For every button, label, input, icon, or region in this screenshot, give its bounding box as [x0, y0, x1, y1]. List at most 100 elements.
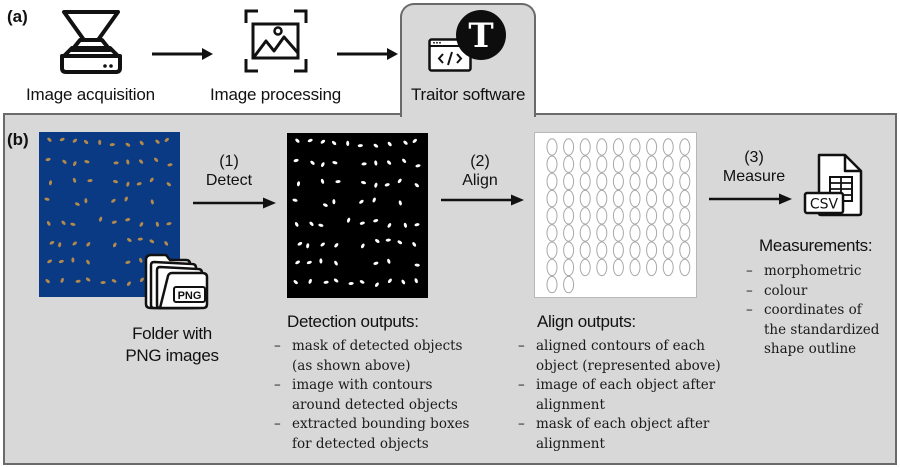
step-label-acquisition: Image acquisition: [26, 85, 155, 104]
align-step-number: (2): [470, 153, 490, 170]
seed-object: [334, 260, 338, 266]
scanner-icon: [60, 10, 122, 74]
aligned-contour: [662, 172, 674, 191]
seed-object: [360, 243, 365, 249]
aligned-contour: [679, 258, 691, 277]
seed-object: [149, 239, 155, 244]
seed-object: [46, 221, 51, 226]
aligned-contour: [646, 258, 658, 277]
aligned-contour: [646, 189, 658, 208]
seed-object: [72, 177, 77, 183]
seed-object: [111, 279, 117, 283]
traitor-logo-icon: T: [456, 10, 506, 60]
seed-object: [402, 158, 407, 163]
step-label-processing: Image processing: [210, 85, 341, 104]
aligned-contour: [546, 275, 558, 294]
seed-object: [166, 222, 172, 226]
seed-object: [111, 220, 117, 224]
seed-object: [125, 260, 131, 264]
aligned-contours-image: [534, 132, 697, 298]
seed-object: [373, 219, 379, 223]
seed-object: [60, 277, 64, 283]
aligned-contour: [546, 207, 558, 225]
aligned-contour: [563, 207, 575, 225]
aligned-contour: [612, 207, 624, 225]
seed-object: [87, 179, 93, 183]
seed-object: [397, 178, 402, 184]
aligned-contour: [579, 241, 591, 259]
aligned-contour: [546, 241, 558, 259]
seed-object: [373, 261, 379, 265]
seed-object: [84, 198, 88, 204]
seed-object: [139, 222, 144, 227]
seed-object: [348, 281, 354, 286]
aligned-contour: [629, 224, 641, 242]
seed-object: [387, 258, 391, 264]
seed-object: [58, 259, 64, 264]
aligned-contour: [546, 172, 558, 191]
seed-object: [374, 282, 379, 287]
aligned-contour: [563, 155, 575, 173]
aligned-contour: [546, 138, 558, 156]
seed-object: [293, 280, 298, 285]
aligned-contour: [596, 189, 608, 208]
measure-step-name: Measure: [722, 168, 786, 185]
seed-object: [150, 199, 154, 205]
aligned-contour: [629, 207, 641, 225]
aligned-contour: [612, 258, 624, 277]
aligned-contour: [596, 138, 608, 156]
seed-object: [164, 137, 169, 142]
seed-object: [155, 139, 160, 144]
aligned-contour: [629, 138, 641, 156]
aligned-contour: [679, 224, 691, 242]
seed-object: [372, 197, 376, 203]
seed-object: [86, 242, 91, 247]
seed-object: [47, 259, 52, 264]
align-step-name: Align: [462, 172, 498, 189]
aligned-contour: [579, 207, 591, 225]
align-step-label: (2) Align: [447, 152, 513, 190]
aligned-contour: [596, 258, 608, 277]
seed-object: [384, 183, 390, 187]
aligned-contour: [596, 241, 608, 259]
align-outputs-title: Align outputs:: [537, 312, 636, 331]
seed-object: [98, 216, 103, 222]
seed-object: [398, 200, 402, 206]
seed-object: [333, 278, 339, 283]
aligned-contour: [612, 189, 624, 208]
seed-object: [306, 243, 310, 249]
seed-object: [139, 159, 144, 164]
seed-object: [331, 140, 337, 146]
detection-mask-image: [287, 133, 428, 298]
seed-object: [112, 242, 117, 248]
seed-object: [292, 198, 298, 202]
seed-object: [414, 263, 420, 267]
seed-object: [332, 199, 336, 205]
png-folder-icon: PNG: [144, 253, 209, 310]
aligned-contour: [596, 172, 608, 191]
input-caption-line1: Folder with: [132, 324, 212, 343]
aligned-contour: [679, 241, 691, 259]
seed-object: [387, 141, 392, 147]
aligned-contour: [563, 258, 575, 277]
detect-step-label: (1) Detect: [196, 152, 262, 190]
seed-object: [44, 197, 50, 201]
seed-object: [100, 280, 106, 285]
seed-object: [295, 138, 300, 143]
detection-output-item: mask of detected objects(as shown above): [274, 337, 469, 376]
seed-object: [403, 222, 407, 228]
seed-object: [401, 279, 406, 285]
seed-object: [75, 279, 81, 283]
aligned-contour: [563, 275, 575, 294]
seed-object: [166, 182, 171, 187]
measure-step-label: (3) Measure: [716, 148, 792, 186]
aligned-contour: [612, 155, 624, 173]
detection-outputs-list: mask of detected objects(as shown above)…: [274, 337, 469, 454]
png-badge-text: PNG: [178, 290, 202, 302]
